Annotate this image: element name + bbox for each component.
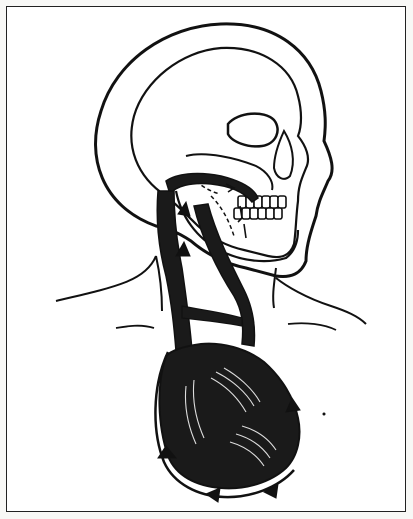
- left-shoulder: [56, 256, 156, 301]
- left-collar: [116, 326, 154, 328]
- anatomy-illustration: [6, 6, 406, 512]
- right-collar: [288, 323, 336, 330]
- neck-line-left: [156, 256, 162, 311]
- cross-vessel: [182, 306, 242, 326]
- eye-socket: [228, 114, 278, 147]
- upper-teeth: [238, 196, 286, 208]
- right-shoulder: [276, 278, 366, 324]
- ink-dot: [323, 413, 326, 416]
- heart: [159, 344, 299, 489]
